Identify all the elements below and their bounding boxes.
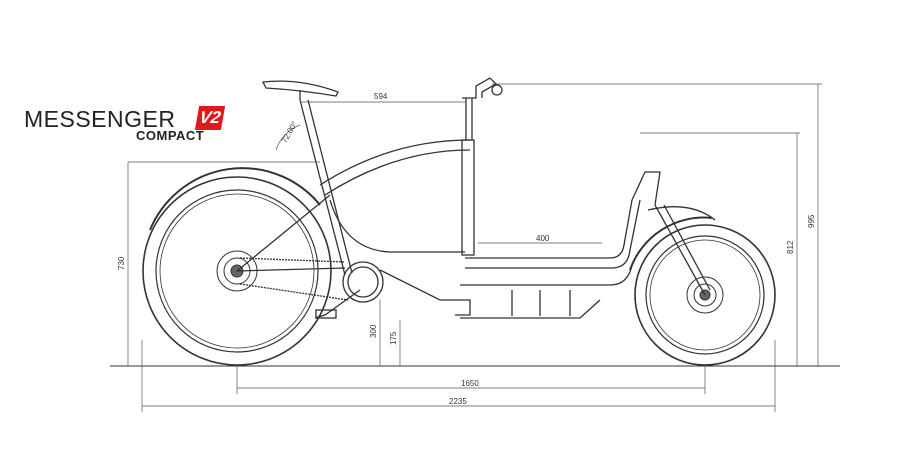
dim-812: 812 [786,240,795,254]
dimension-lines [127,83,822,412]
dim-730: 730 [117,256,126,270]
dim-400: 400 [536,234,550,243]
saddle [262,80,339,100]
dim-594: 594 [374,92,388,101]
front-wheel [629,216,776,366]
logo-text: MESSENGER [24,106,176,132]
bike-frame [236,77,716,319]
dim-seat-angle: 72.00° [280,120,299,145]
dim-2235: 2235 [449,397,467,406]
dim-1650: 1650 [461,379,479,388]
rear-wheel [142,167,332,366]
dim-300: 300 [369,324,378,338]
logo-subtitle: COMPACT [136,128,205,143]
dim-175: 175 [389,331,398,345]
dim-995: 995 [807,214,816,228]
